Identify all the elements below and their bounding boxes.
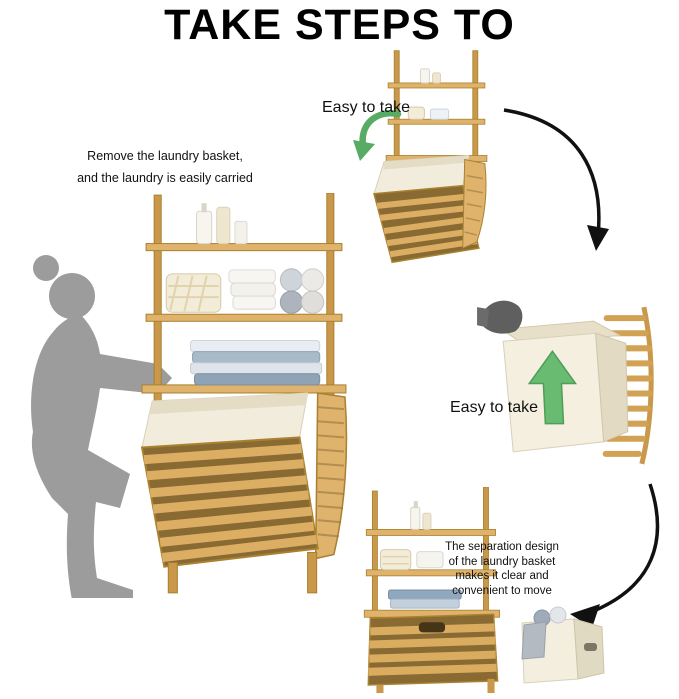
black-curved-arrow-down-icon bbox=[503, 108, 609, 251]
remove-caption-line1: Remove the laundry basket, bbox=[87, 149, 243, 163]
step1-slat-front bbox=[373, 184, 480, 264]
remove-caption: Remove the laundry basket, and the laund… bbox=[40, 145, 290, 189]
black-curved-arrow-left-icon bbox=[570, 483, 660, 628]
easy-to-take-mid-label: Easy to take bbox=[450, 399, 539, 416]
hamper-side-panel bbox=[314, 392, 348, 560]
remove-caption-line2: and the laundry is easily carried bbox=[77, 171, 253, 185]
step2-illustration bbox=[477, 283, 663, 489]
step1-items bbox=[407, 68, 450, 120]
step3-items bbox=[379, 501, 462, 609]
folded-towel-stack bbox=[228, 269, 276, 310]
easy-to-take-top-label: Easy to take bbox=[322, 99, 411, 116]
separation-caption-line2: of the laundry basket bbox=[448, 555, 556, 568]
green-up-arrow-icon bbox=[527, 350, 577, 425]
woman-silhouette-illustration bbox=[0, 248, 200, 598]
step3-legs bbox=[376, 678, 495, 693]
separation-caption: The separation design of the laundry bas… bbox=[432, 540, 572, 598]
fabric-basket-icon bbox=[521, 606, 605, 684]
separation-caption-line4: convenient to move bbox=[452, 584, 552, 597]
separated-basket-illustration bbox=[512, 590, 612, 692]
folded-clothes-stack bbox=[189, 339, 323, 386]
step-arrow-2 bbox=[552, 476, 667, 638]
rolled-towels bbox=[279, 268, 325, 314]
step1-side-panel bbox=[462, 158, 487, 249]
separation-caption-line3: makes it clear and bbox=[455, 570, 549, 582]
step-arrow-1 bbox=[492, 96, 627, 261]
step3-illustration bbox=[352, 487, 524, 694]
basket-body bbox=[521, 618, 605, 684]
hand-icon bbox=[477, 300, 523, 334]
step2-fabric-bag bbox=[499, 320, 629, 453]
main-product-illustration bbox=[138, 193, 350, 597]
page-title: TAKE STEPS TO bbox=[164, 1, 515, 49]
toiletry-bottles bbox=[196, 203, 248, 245]
separation-caption-line1: The separation design bbox=[445, 541, 559, 553]
basket-towels bbox=[521, 606, 567, 660]
step1-illustration bbox=[368, 50, 504, 268]
shelf-closed-hamper-icon bbox=[363, 487, 500, 693]
green-arrow-top bbox=[350, 106, 405, 164]
step3-shelves bbox=[363, 529, 500, 618]
shelf-open-basket-icon bbox=[373, 50, 488, 264]
tilt-out-slat-front bbox=[140, 436, 319, 568]
woven-basket bbox=[165, 273, 222, 313]
green-curved-arrow-icon bbox=[353, 110, 402, 161]
shelf-legs bbox=[167, 551, 318, 594]
bamboo-shelf-icon bbox=[140, 193, 348, 594]
step3-hamper-front bbox=[367, 613, 499, 686]
woman-silhouette-icon bbox=[31, 255, 172, 598]
silhouette-shapes bbox=[31, 255, 172, 598]
remove-bag-icon bbox=[477, 300, 654, 465]
